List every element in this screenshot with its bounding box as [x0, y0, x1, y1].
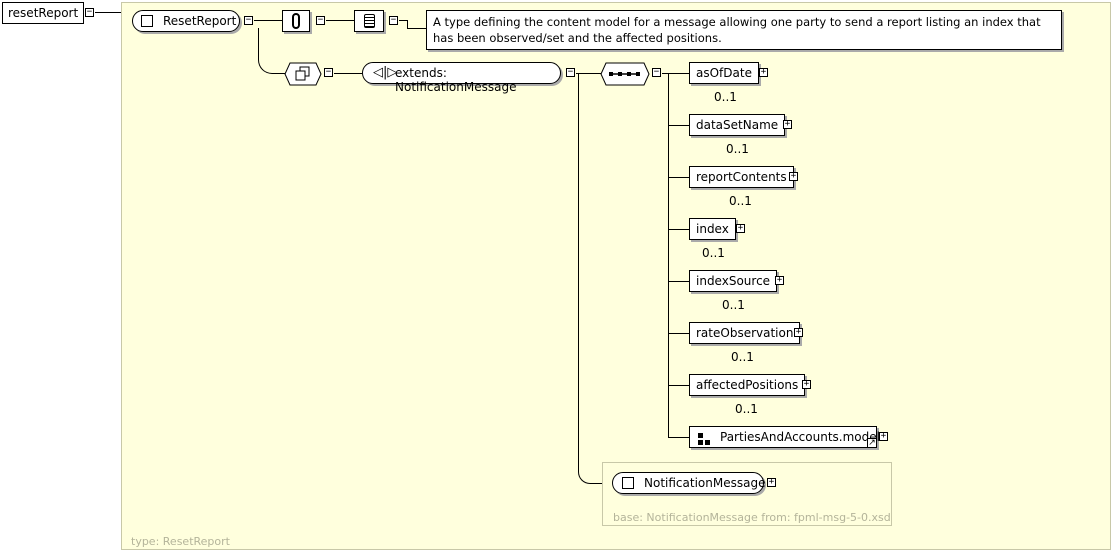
element-label: rateObservation: [696, 326, 794, 340]
extension-icon: ◁|▷: [373, 65, 398, 80]
collapse-toggle-root[interactable]: −: [85, 7, 94, 17]
element-label: reportContents: [696, 170, 787, 184]
expand-toggle-report-contents[interactable]: +: [789, 171, 798, 181]
complex-type-icon: [622, 477, 634, 489]
base-type-note: base: NotificationMessage from: fpml-msg…: [613, 511, 891, 524]
collapse-toggle-extension[interactable]: −: [566, 67, 575, 77]
element-data-set-name[interactable]: dataSetName: [689, 114, 786, 136]
expand-toggle-base-type[interactable]: +: [767, 477, 776, 487]
type-note: type: ResetReport: [131, 535, 230, 548]
element-label: asOfDate: [696, 66, 752, 80]
element-index[interactable]: index: [689, 218, 736, 240]
expand-toggle-index-source[interactable]: +: [775, 275, 784, 285]
cardinality: 0..1: [731, 350, 754, 364]
base-type-label: NotificationMessage: [644, 476, 766, 490]
group-icon: [698, 433, 710, 445]
element-report-contents[interactable]: reportContents: [689, 166, 794, 188]
element-index-source[interactable]: indexSource: [689, 270, 778, 292]
scroll-icon: [364, 14, 375, 28]
element-affected-positions[interactable]: affectedPositions: [689, 374, 806, 396]
cardinality: 0..1: [729, 194, 752, 208]
extension-node[interactable]: ◁|▷ extends: NotificationMessage: [362, 62, 561, 94]
complex-type-label: ResetReport: [163, 14, 237, 28]
element-label: index: [696, 222, 729, 236]
complex-type-reset-report[interactable]: ResetReport: [132, 10, 240, 32]
model-group-node[interactable]: [284, 62, 322, 88]
collapse-toggle-sequence[interactable]: −: [652, 67, 661, 77]
element-as-of-date[interactable]: asOfDate: [689, 62, 759, 84]
cardinality: 0..1: [735, 402, 758, 416]
element-rate-observation[interactable]: rateObservation: [689, 322, 801, 344]
expand-toggle-data-set-name[interactable]: +: [783, 119, 792, 129]
expand-toggle-as-of-date[interactable]: +: [759, 67, 768, 77]
expand-toggle-group-ref[interactable]: +: [879, 431, 888, 441]
collapse-toggle-model-group[interactable]: −: [324, 67, 333, 77]
annotation-node[interactable]: [282, 10, 310, 32]
cardinality: 0..1: [702, 246, 725, 260]
link-arrow-icon[interactable]: ↗: [867, 438, 877, 448]
collapse-toggle-complex-type[interactable]: −: [244, 15, 253, 25]
root-element-label: resetReport: [8, 6, 79, 20]
root-element-reset-report[interactable]: resetReport: [2, 2, 85, 24]
group-ref-parties-and-accounts[interactable]: PartiesAndAccounts.model ↗: [689, 426, 880, 448]
element-label: dataSetName: [696, 118, 779, 132]
cardinality: 0..1: [714, 90, 737, 104]
annotation-text: A type defining the content model for a …: [426, 10, 1062, 50]
cardinality: 0..1: [722, 298, 745, 312]
element-label: indexSource: [696, 274, 771, 288]
group-ref-label: PartiesAndAccounts.model: [720, 430, 880, 444]
expand-toggle-affected-positions[interactable]: +: [802, 379, 811, 389]
collapse-toggle-annotation[interactable]: −: [316, 15, 325, 25]
type-panel: [121, 2, 1111, 550]
base-type-notification-message[interactable]: NotificationMessage: [612, 472, 766, 494]
cardinality: 0..1: [726, 142, 749, 156]
complex-type-icon: [141, 15, 153, 27]
documentation-node[interactable]: [354, 10, 384, 32]
element-label: affectedPositions: [696, 378, 799, 392]
collapse-toggle-documentation[interactable]: −: [389, 15, 398, 25]
expand-toggle-rate-observation[interactable]: +: [794, 327, 803, 337]
paperclip-icon: [292, 13, 300, 29]
sequence-node[interactable]: [600, 62, 650, 86]
expand-toggle-index[interactable]: +: [736, 223, 745, 233]
extension-label: extends: NotificationMessage: [395, 66, 517, 94]
